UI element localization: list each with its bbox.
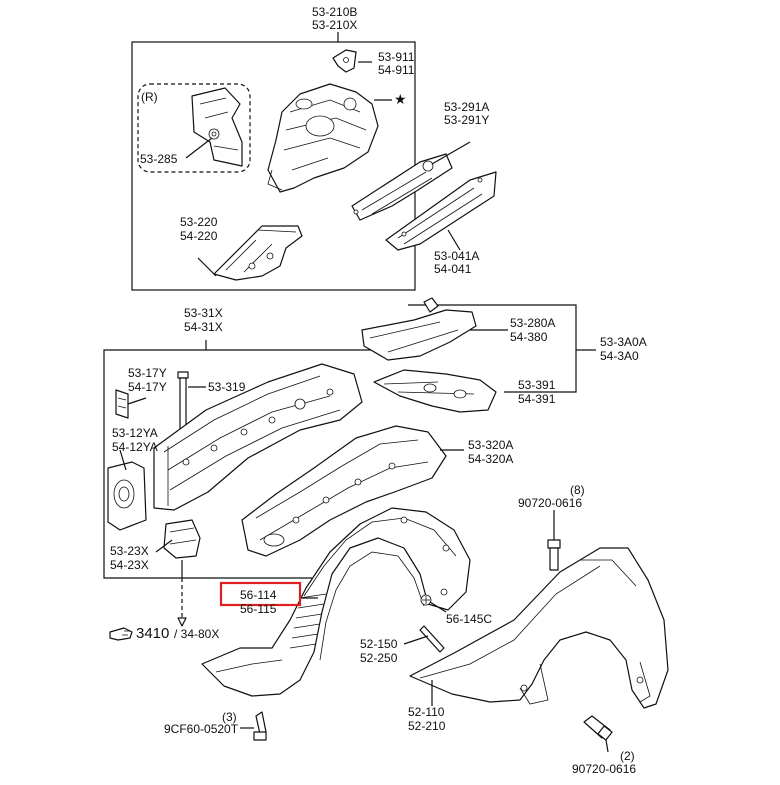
part-53-210b-apron [267,83,379,193]
part-53-911-bracket [332,49,357,73]
label-53-210b: 53-210B [312,5,357,19]
liner-ribs [289,593,327,649]
label-54-31x: 54-31X [184,320,223,334]
label-ref-3410: 3410 [136,625,169,642]
label-53-911: 53-911 [378,50,415,64]
part-53-041a-reinforcement [385,171,497,251]
part-90720-0616-bolt-upper [547,539,561,571]
label-53-291y: 53-291Y [444,113,489,127]
part-53-391-member [373,369,497,413]
label-qty-8: (8) [570,483,585,497]
label-53-31x: 53-31X [184,306,223,320]
label-qty-2: (2) [620,749,635,763]
label-53-391: 53-391 [518,378,556,392]
label-56-114: 56-114 [240,588,277,602]
part-9cf60-screw [253,711,267,741]
label-53-220: 53-220 [180,215,218,229]
label-53-319: 53-319 [208,380,246,394]
label-54-911: 54-911 [378,63,415,77]
label-53-17y: 53-17Y [128,366,167,380]
label-53-320a: 53-320A [468,438,513,452]
label-54-12ya: 54-12YA [112,440,158,454]
part-53-291a-rail [351,153,453,221]
reference-hand-icon [109,627,133,641]
label-qty-3: (3) [222,710,237,724]
part-53-220-bracket [213,225,303,281]
part-53-31x-side-frame [153,363,363,511]
label-9cf60-0520t: 9CF60-0520T [164,722,239,736]
label-53-285: 53-285 [140,152,178,166]
r-inset-box [137,83,251,173]
part-53-23x-bracket [163,519,201,559]
label-54-3a0: 54-3A0 [600,349,639,363]
part-53-285-bracket [191,87,243,167]
label-56-145c: 56-145C [446,612,492,626]
label-r-mark: (R) [141,90,158,104]
part-52-150-seal [419,625,445,653]
highlight-box-56-114 [219,581,302,607]
label-52-110: 52-110 [408,705,445,719]
label-90720-0616-top: 90720-0616 [518,496,582,510]
label-ref-34-80x: / 34-80X [174,627,219,641]
label-53-3a0a: 53-3A0A [600,335,647,349]
label-52-250: 52-250 [360,651,398,665]
label-52-210: 52-210 [408,719,446,733]
star-icon: ★ [394,91,407,107]
right-group-bracket [408,304,577,393]
label-53-23x: 53-23X [110,544,149,558]
part-56-145c-clip [420,594,432,606]
part-53-320a-apron-panel [241,425,447,557]
middle-group-box [103,340,312,579]
label-53-280a: 53-280A [510,316,555,330]
part-53-12ya-pad [107,461,147,531]
label-53-041a: 53-041A [434,249,479,263]
label-52-150: 52-150 [360,637,398,651]
label-54-220: 54-220 [180,229,218,243]
part-53-17y-plate [115,389,129,419]
part-53-280a-rail [361,297,477,361]
label-54-320a: 54-320A [468,452,513,466]
label-54-391: 54-391 [518,392,556,406]
label-54-23x: 54-23X [110,558,149,572]
label-54-380: 54-380 [510,330,548,344]
part-52-110-front-fender [409,547,669,709]
labels: 53-210B 53-210X 53-911 54-911 (R) ★ 53-2… [109,5,647,776]
label-53-291a: 53-291A [444,100,489,114]
label-53-12ya: 53-12YA [112,426,158,440]
label-90720-0616-bottom: 90720-0616 [572,762,636,776]
label-54-041: 54-041 [434,262,472,276]
label-53-210x: 53-210X [312,18,357,32]
part-90720-0616-bolt-lower [583,715,613,741]
label-56-115: 56-115 [240,602,277,616]
label-54-17y: 54-17Y [128,380,167,394]
